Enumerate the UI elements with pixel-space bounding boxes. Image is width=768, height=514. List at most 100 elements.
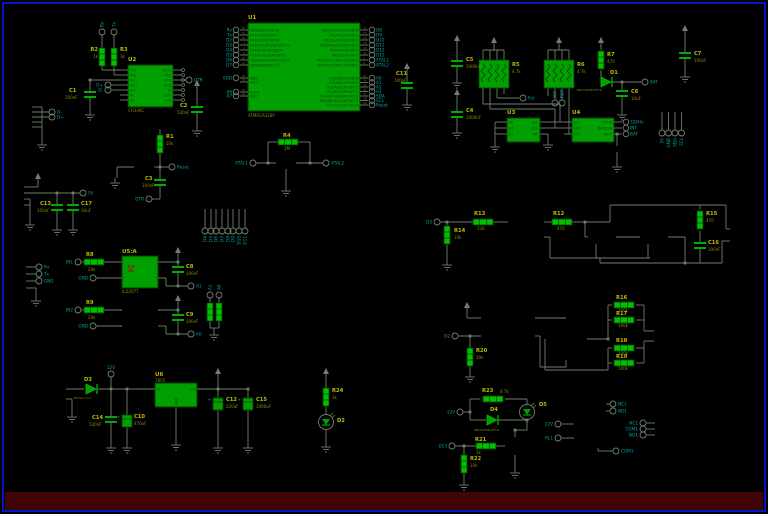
terminal-Tx[interactable]: Tx: [35, 270, 50, 278]
power-arrow[interactable]: [323, 368, 329, 379]
ground-symbol[interactable]: [213, 443, 223, 454]
power-arrow[interactable]: [682, 25, 688, 36]
power-arrow[interactable]: [175, 247, 181, 258]
terminal-circle[interactable]: [35, 277, 43, 285]
terminal-circle[interactable]: [368, 61, 376, 69]
terminal-Rx[interactable]: Rx: [35, 263, 50, 271]
power-arrow[interactable]: [175, 295, 181, 306]
terminal-D5[interactable]: D5: [207, 227, 215, 242]
terminal-circle[interactable]: [145, 195, 153, 203]
terminal-circle[interactable]: [89, 274, 97, 282]
terminal-5V[interactable]: 5V: [658, 129, 666, 144]
terminal-GND[interactable]: GND: [665, 129, 672, 148]
ground-symbol[interactable]: [281, 186, 291, 197]
terminal-D-[interactable]: D-: [98, 86, 112, 94]
terminal-circle[interactable]: [104, 86, 112, 94]
resistor-body[interactable]: [551, 218, 573, 226]
ground-symbol[interactable]: [52, 225, 62, 236]
diode-triangle[interactable]: [486, 414, 498, 426]
led-D5[interactable]: D5: [519, 402, 548, 420]
resistor-body[interactable]: [460, 454, 468, 474]
terminal-circle[interactable]: [368, 26, 376, 34]
terminal-circle[interactable]: [612, 447, 620, 455]
terminal-circle[interactable]: [207, 227, 215, 235]
terminal-12V[interactable]: 12V: [447, 408, 464, 416]
terminal-circle[interactable]: [665, 129, 672, 137]
terminal-circle[interactable]: [368, 97, 376, 104]
terminal-BAT[interactable]: BAT: [641, 78, 658, 86]
respack-R5[interactable]: R54.7k: [478, 59, 521, 89]
terminal-circle[interactable]: [249, 159, 257, 167]
terminal-circle[interactable]: [206, 291, 214, 299]
ecap-body[interactable]: [121, 414, 133, 428]
power-arrow[interactable]: [454, 35, 460, 46]
terminal-RL1[interactable]: RL1: [545, 434, 562, 442]
resistor-body[interactable]: [696, 210, 704, 230]
terminal-circle[interactable]: [110, 28, 118, 36]
power-arrow[interactable]: [464, 302, 470, 313]
ground-symbol[interactable]: [452, 78, 462, 89]
terminal-circle[interactable]: [368, 31, 376, 39]
terminal-circle[interactable]: [89, 322, 97, 330]
terminal-D-[interactable]: D-: [48, 108, 62, 116]
terminal-D+[interactable]: D+: [48, 113, 64, 121]
diode-triangle[interactable]: [85, 383, 97, 395]
terminal-circle[interactable]: [232, 41, 240, 49]
terminal-circle[interactable]: [48, 108, 56, 116]
ground-symbol[interactable]: [171, 440, 181, 451]
resistor-body[interactable]: [613, 301, 635, 309]
terminal-D2[interactable]: D2: [444, 332, 459, 340]
terminal-circle[interactable]: [368, 56, 376, 64]
ic-body[interactable]: [127, 64, 174, 108]
terminal-circle[interactable]: [168, 163, 176, 171]
ground-symbol[interactable]: [37, 140, 47, 151]
terminal-DTR[interactable]: DTR: [135, 195, 153, 203]
resistor-21[interactable]: [215, 302, 223, 322]
resistor-body[interactable]: [597, 50, 605, 70]
ground-symbol[interactable]: [68, 225, 78, 236]
respack-R6[interactable]: R64.7k: [543, 59, 586, 89]
terminal-circle[interactable]: [232, 74, 240, 82]
terminal-circle[interactable]: [368, 46, 376, 54]
terminal-DTR[interactable]: DTR: [185, 76, 203, 84]
terminal-circle[interactable]: [322, 159, 330, 167]
led-D2[interactable]: D2: [318, 412, 346, 430]
terminal-12V[interactable]: 12V: [107, 365, 115, 378]
terminal-INT[interactable]: INT: [551, 91, 559, 107]
terminal-Rx[interactable]: Rx: [98, 21, 106, 36]
terminal-NC1[interactable]: NC1: [609, 400, 627, 408]
terminal-circle[interactable]: [554, 434, 562, 442]
terminal-NO1[interactable]: NO1: [629, 431, 647, 439]
ground-symbol[interactable]: [459, 480, 469, 491]
terminal-12V[interactable]: 12V: [545, 420, 562, 428]
resistor-body[interactable]: [83, 258, 105, 266]
power-arrow[interactable]: [454, 89, 460, 100]
terminal-D13[interactable]: D13: [438, 442, 456, 450]
ground-symbol[interactable]: [321, 442, 331, 453]
led-circle[interactable]: [519, 404, 535, 420]
resistor-body[interactable]: [613, 316, 635, 324]
power-arrow[interactable]: [35, 173, 41, 184]
terminal-A0[interactable]: A0: [215, 284, 223, 299]
terminal-circle[interactable]: [241, 227, 249, 235]
terminal-circle[interactable]: [107, 370, 115, 378]
terminal-circle[interactable]: [519, 94, 527, 102]
terminal-circle[interactable]: [185, 76, 193, 84]
power-arrow[interactable]: [194, 80, 200, 91]
terminal-D8[interactable]: D8: [224, 227, 232, 242]
